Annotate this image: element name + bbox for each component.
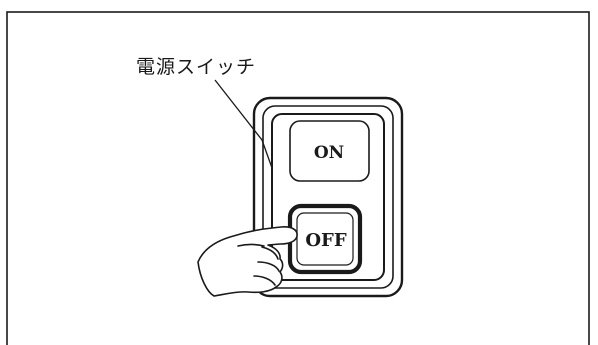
power-switch-label: 電源スイッチ (136, 56, 257, 78)
off-button[interactable]: OFF (287, 203, 363, 275)
switch-housing-inner (262, 105, 394, 289)
switch-housing-outer (252, 96, 404, 298)
diagram-frame (6, 11, 590, 345)
off-button-label: OFF (305, 230, 346, 251)
switch-plate (271, 113, 385, 281)
on-button[interactable]: ON (289, 120, 370, 182)
hand-pointer-icon (197, 226, 298, 297)
leader-line (214, 79, 273, 169)
on-button-label: ON (314, 143, 344, 163)
